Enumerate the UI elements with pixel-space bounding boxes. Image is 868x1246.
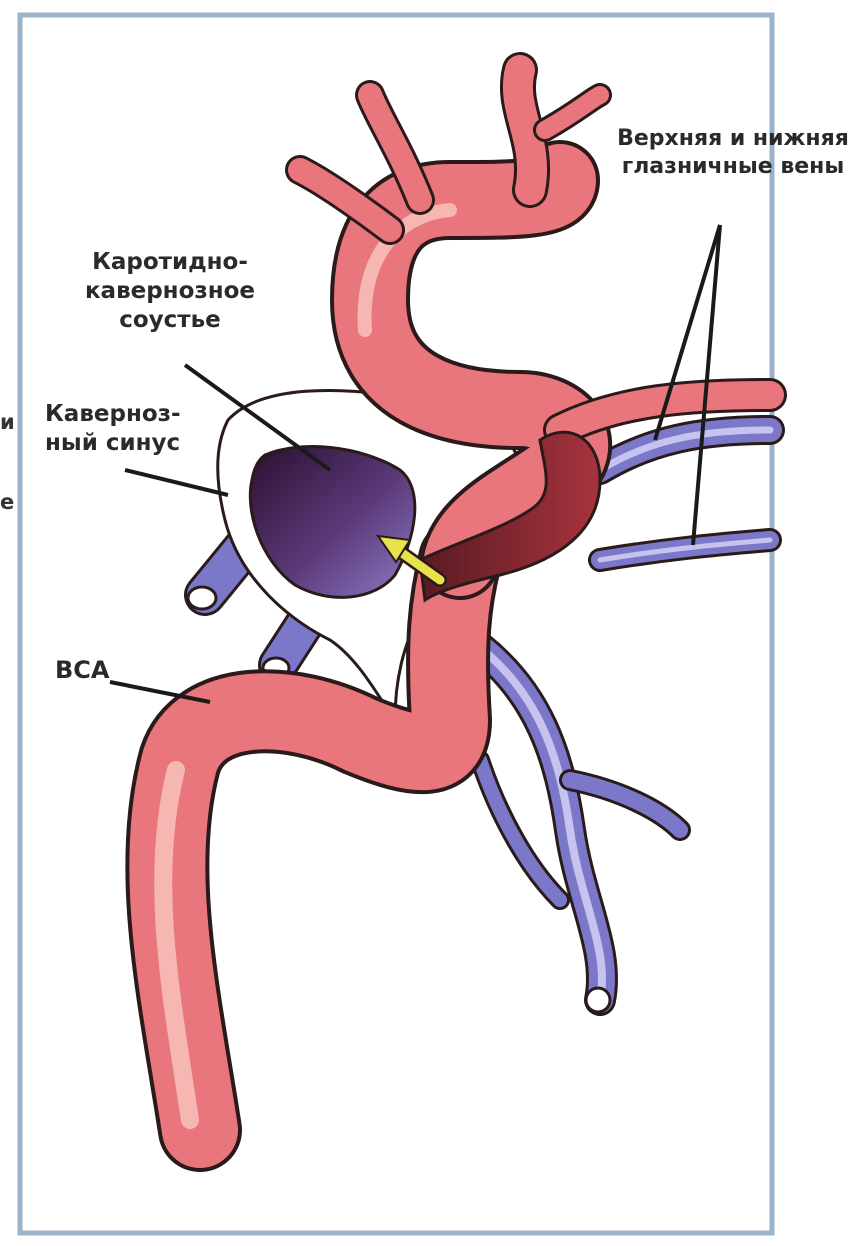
edge-fragment-bottom: е xyxy=(0,490,14,514)
label-ica: ВСА xyxy=(55,655,109,685)
edge-fragment-top: и xyxy=(0,410,15,434)
label-cavernous-sinus-line1: Каверноз- xyxy=(45,400,225,429)
arteries xyxy=(163,70,770,1130)
label-fistula-line1: Каротидно- xyxy=(60,248,280,277)
label-cavernous-sinus: Каверноз- ный синус xyxy=(45,400,225,458)
label-cavernous-sinus-line2: ный синус xyxy=(45,429,225,458)
vein-opening xyxy=(586,988,610,1012)
label-ophthalmic-veins: Верхняя и нижняя глазничные вены xyxy=(598,125,868,180)
label-ophthalmic-veins-line2: глазничные вены xyxy=(598,153,868,181)
vein-opening xyxy=(188,587,216,609)
label-ophthalmic-veins-line1: Верхняя и нижняя xyxy=(598,125,868,153)
label-fistula-line3: соустье xyxy=(60,306,280,335)
label-fistula: Каротидно- кавернозное соустье xyxy=(60,248,280,334)
label-fistula-line2: кавернозное xyxy=(60,277,280,306)
leader-sinus xyxy=(125,470,228,495)
